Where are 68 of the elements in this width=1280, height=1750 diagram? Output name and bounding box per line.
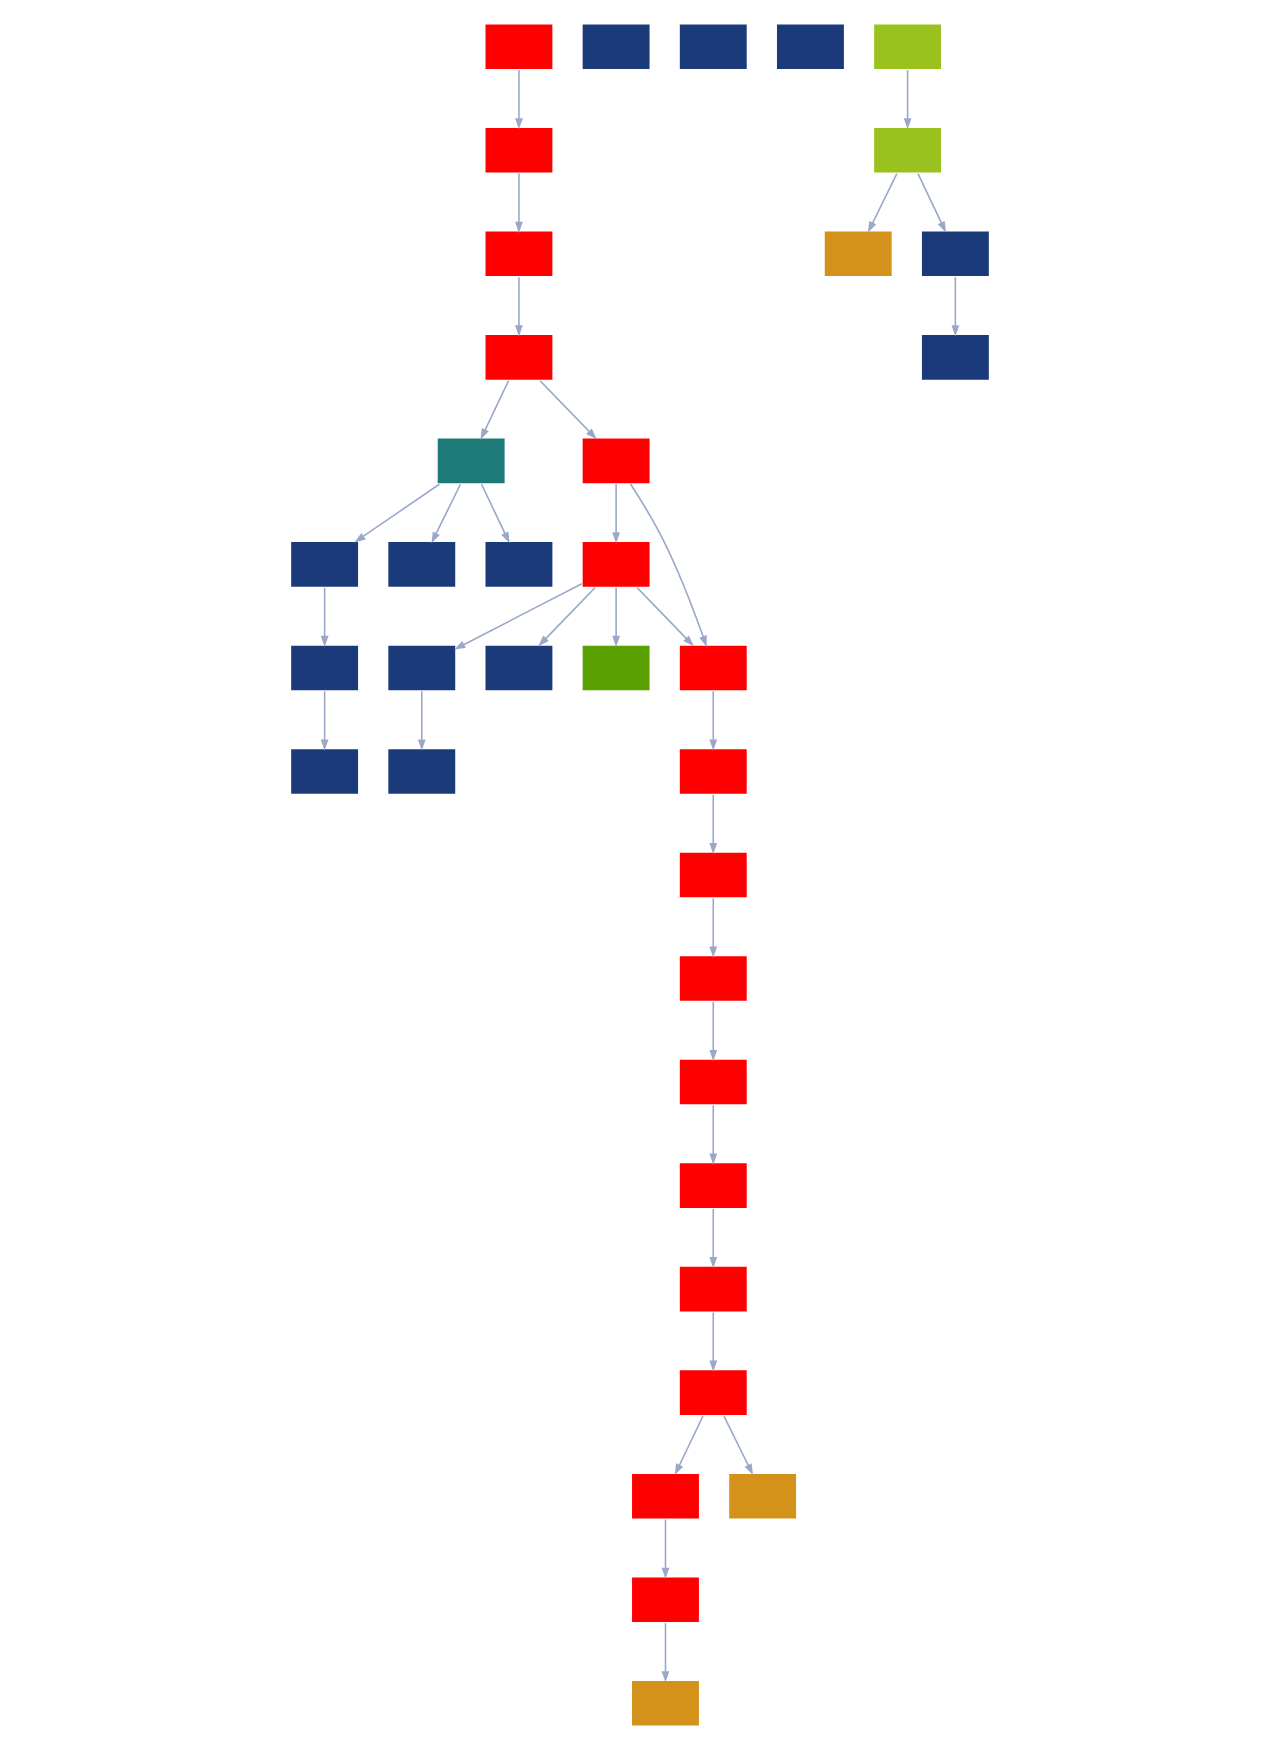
arrow [320, 586, 329, 647]
node-box [678, 644, 749, 692]
arrow [431, 483, 462, 544]
node-box [678, 954, 749, 1003]
node-box [581, 436, 652, 485]
arrow [538, 586, 596, 647]
node-box [630, 1472, 701, 1521]
arrow [903, 69, 912, 130]
node-box [775, 22, 846, 71]
node-box [727, 1472, 798, 1521]
node-box [386, 644, 457, 692]
arrow [515, 69, 523, 130]
arrow [709, 690, 718, 751]
node-box [483, 644, 554, 692]
arrow [661, 1622, 670, 1683]
node-box [872, 126, 943, 175]
arrow [539, 379, 597, 440]
arrow [917, 172, 947, 233]
arrow [709, 1311, 718, 1372]
node-box [581, 540, 652, 589]
node-box [678, 22, 749, 71]
node-box [920, 333, 991, 382]
arrow [480, 379, 510, 440]
node-box [678, 747, 749, 796]
arrow [709, 897, 718, 958]
node-box [289, 747, 360, 796]
node-box [289, 644, 360, 692]
node-box [483, 126, 554, 175]
arrow [709, 794, 718, 855]
node-box [386, 540, 457, 589]
arrow [867, 172, 898, 233]
node-box [630, 1679, 701, 1728]
arrow [709, 1104, 718, 1165]
arrow [723, 1415, 754, 1476]
arrow [515, 276, 523, 337]
node-box [678, 1161, 749, 1210]
node-box [581, 644, 652, 692]
arrow [417, 690, 426, 751]
node-box [581, 22, 652, 71]
arrow [636, 586, 694, 647]
node-box [483, 22, 554, 71]
arrow [612, 586, 620, 647]
arrow [674, 1415, 704, 1476]
node-box [483, 229, 554, 278]
node-box [289, 540, 360, 589]
arrow [515, 172, 523, 233]
arrow [951, 276, 960, 337]
node-box [630, 1575, 701, 1624]
node-box [483, 540, 554, 589]
node-box [678, 1368, 749, 1417]
node-box [436, 436, 507, 485]
node-box [678, 1058, 749, 1106]
node-box [823, 229, 894, 278]
arrow [354, 483, 441, 543]
node-box [678, 1265, 749, 1314]
arrow [709, 1001, 718, 1062]
arrow [661, 1518, 670, 1579]
arrow [480, 483, 510, 544]
arrow [629, 483, 707, 647]
node-box [678, 851, 749, 899]
node-box [872, 22, 943, 71]
arrow [612, 483, 620, 544]
arrow [454, 582, 583, 650]
node-box [920, 229, 991, 278]
arrow [709, 1208, 718, 1269]
node-box [386, 747, 457, 796]
arrow [320, 690, 329, 751]
node-box [483, 333, 554, 382]
